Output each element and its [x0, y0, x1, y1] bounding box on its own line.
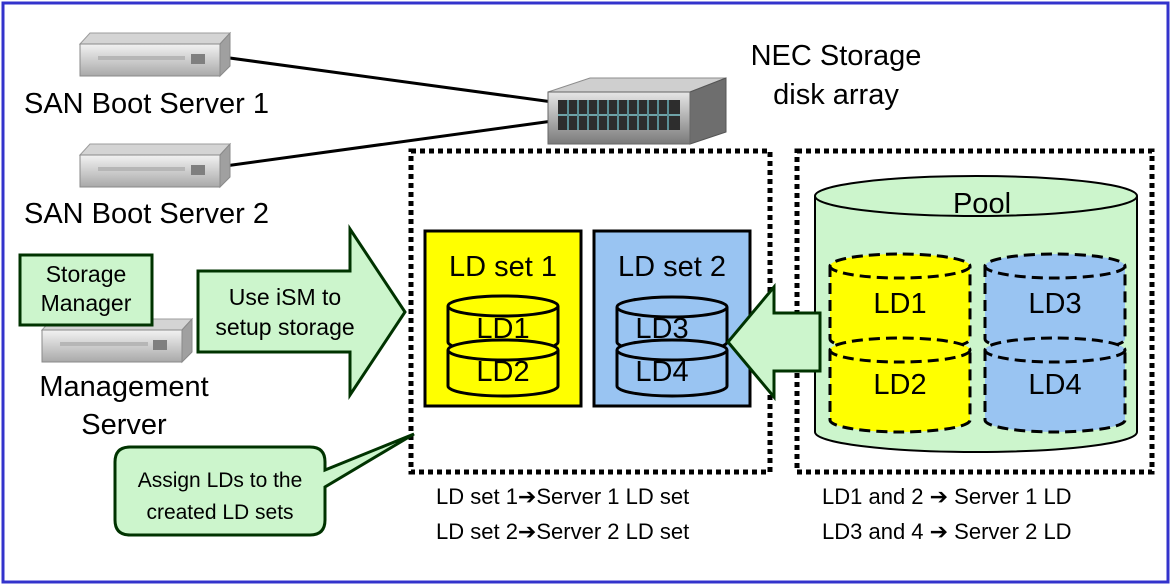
- connection-line-server2: [224, 118, 561, 168]
- storage-manager-line1: Storage: [46, 261, 127, 287]
- san-boot-server-2-icon: [78, 142, 232, 189]
- ld-set-1-disk-ld2-label: LD2: [476, 356, 529, 388]
- nec-storage-disk-array-icon: [547, 77, 727, 145]
- pool-disk-ld3-label: LD3: [1028, 288, 1081, 320]
- callout-line2: created LD sets: [146, 501, 293, 524]
- ldset-mapping-2: LD set 2➔Server 2 LD set: [436, 519, 689, 544]
- use-ism-arrow: Use iSM to setup storage: [196, 224, 407, 400]
- ldset-mapping-1: LD set 1➔Server 1 LD set: [436, 484, 689, 509]
- ld-set-2-disk-ld4: LD4: [615, 338, 729, 398]
- san-boot-server-1-icon: [78, 31, 232, 78]
- pool-disk-ld3: LD3: [983, 252, 1127, 353]
- pool-disk-ld1: LD1: [828, 252, 972, 353]
- ld-set-1-title: LD set 1: [449, 251, 557, 283]
- pool-disk-ld1-label: LD1: [873, 288, 926, 320]
- pool-mapping-1: LD1 and 2 ➔ Server 1 LD: [822, 484, 1072, 509]
- storage-manager-line2: Manager: [41, 290, 132, 316]
- disk-array-label-line2: disk array: [773, 79, 899, 111]
- ld-set-2-box: LD set 2 LD3 LD4: [592, 229, 752, 408]
- management-server-label-line1: Management: [39, 371, 208, 403]
- san-boot-server-1-label: SAN Boot Server 1: [24, 88, 269, 120]
- pool-disk-ld2-label: LD2: [873, 369, 926, 401]
- disk-array-label-line1: NEC Storage: [751, 40, 922, 72]
- connection-line-server1: [214, 54, 561, 105]
- san-boot-server-2-label: SAN Boot Server 2: [24, 198, 269, 230]
- pool-to-ldset2-arrow: [726, 282, 822, 402]
- use-ism-arrow-line2: setup storage: [215, 314, 354, 340]
- callout-line1: Assign LDs to the: [138, 469, 303, 492]
- assign-lds-callout: Assign LDs to the created LD sets: [113, 432, 415, 537]
- ld-set-1-disk-ld2: LD2: [446, 338, 560, 398]
- pool-disk-ld4: LD4: [983, 336, 1127, 434]
- pool-mapping-2: LD3 and 4 ➔ Server 2 LD: [822, 519, 1072, 544]
- pool-disk-ld2: LD2: [828, 336, 972, 434]
- ld-set-container: [408, 148, 773, 475]
- ld-set-1-box: LD set 1 LD1 LD2: [423, 229, 583, 408]
- management-server-label-line2: Server: [81, 409, 167, 441]
- ld-set-2-disk-ld4-label: LD4: [635, 356, 688, 388]
- pool-disk-ld4-label: LD4: [1028, 369, 1081, 401]
- pool-title: Pool: [953, 188, 1011, 220]
- ld-set-2-title: LD set 2: [618, 251, 726, 283]
- storage-manager-box: Storage Manager: [18, 253, 154, 327]
- use-ism-arrow-line1: Use iSM to: [229, 284, 341, 310]
